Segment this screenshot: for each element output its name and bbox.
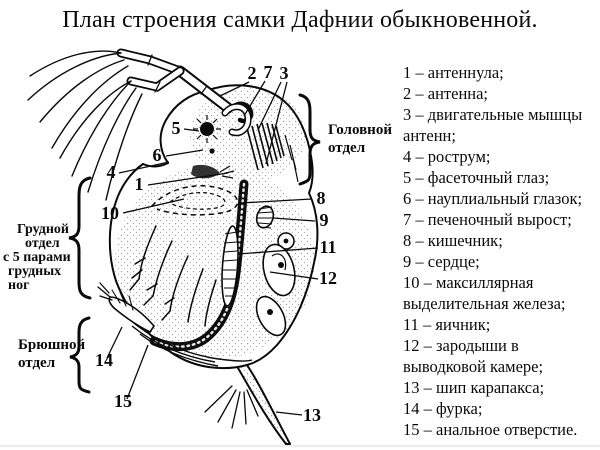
callout-13: 13 <box>303 405 321 425</box>
head-section-label-line1: Головной <box>328 122 392 138</box>
legend-list: 1 – антеннула; 2 – антенна; 3 – двигател… <box>403 62 598 440</box>
thorax-brace <box>68 176 92 300</box>
thorax-section-label-line5: ног <box>8 278 29 293</box>
leader-8 <box>239 198 313 204</box>
thoracic-legs <box>129 225 217 327</box>
antenna-segments <box>116 48 234 114</box>
legend-line: 3 – двигательные мышцы <box>403 105 583 124</box>
legend-line: 8 – кишечник; <box>403 231 503 250</box>
callout-4: 4 <box>107 162 116 182</box>
legend-line: 9 – сердце; <box>403 252 480 271</box>
leader-7 <box>243 80 266 117</box>
abdominal-setae <box>204 385 259 429</box>
leader-11 <box>237 247 319 255</box>
abdomen-section-label-line1: Брюшной <box>18 337 86 353</box>
leader-4 <box>118 161 170 174</box>
legend-line: 11 – яичник; <box>403 315 491 334</box>
legend-line: 7 – печеночный вырост; <box>403 210 572 229</box>
bottom-edge-artifact <box>0 445 600 447</box>
callout-8: 8 <box>317 188 326 208</box>
callout-12: 12 <box>319 268 337 288</box>
leader-12 <box>269 271 319 280</box>
legend-line: 1 – антеннула; <box>403 63 504 82</box>
callout-6: 6 <box>153 145 162 165</box>
callout-leader-lines <box>106 80 319 416</box>
compound-eye <box>193 115 221 143</box>
callout-9: 9 <box>320 210 329 230</box>
antenna-muscles <box>246 122 299 183</box>
callout-11: 11 <box>319 237 336 257</box>
leader-9 <box>272 217 316 222</box>
thorax-section-label-line1: Грудной <box>17 222 69 237</box>
callout-3: 3 <box>280 63 289 83</box>
section-braces <box>68 93 321 394</box>
callout-14: 14 <box>95 350 113 370</box>
thorax-section-label-line4: грудных <box>8 264 61 279</box>
leader-6 <box>165 149 204 157</box>
abdomen-brace <box>69 316 91 394</box>
nauplius-eye <box>209 148 215 154</box>
thorax-section-label-line3: с 5 парами <box>3 250 71 265</box>
legend-line: 4 – рострум; <box>403 147 491 166</box>
ovary <box>221 225 239 307</box>
thorax-section-label-line2: отдел <box>25 236 60 251</box>
leader-3b <box>265 81 288 165</box>
postabdomen-margin <box>127 317 253 367</box>
head-section-label-line2: отдел <box>328 140 366 156</box>
leader-2 <box>219 81 250 97</box>
leader-14 <box>106 326 123 359</box>
legend-line: выделительная железа; <box>403 294 566 313</box>
callout-2: 2 <box>248 63 257 83</box>
callout-5: 5 <box>172 118 181 138</box>
legend-line: 5 – фасеточный глаз; <box>403 168 550 187</box>
leader-13 <box>275 411 303 416</box>
leader-10 <box>122 198 185 214</box>
legend-line: 6 – науплиальный глазок; <box>403 189 583 208</box>
heart <box>255 205 275 229</box>
callout-10: 10 <box>101 203 119 223</box>
head-brace <box>298 93 321 186</box>
page-title: План строения самки Дафнии обыкновенной. <box>62 7 538 33</box>
carapace-spine <box>237 364 291 445</box>
legend-line: антенн; <box>403 126 456 145</box>
brood-chamber-embryos <box>255 232 296 337</box>
leader-3a <box>257 81 282 131</box>
head-inner-duct <box>221 103 252 137</box>
legend-line: 2 – антенна; <box>403 84 489 103</box>
legend-line: 15 – анальное отверстие. <box>403 420 578 439</box>
furca <box>97 282 156 334</box>
leader-15 <box>126 344 149 400</box>
leader-5 <box>183 128 200 132</box>
antenna-setae <box>27 50 143 201</box>
legend-line: 10 – максиллярная <box>403 273 534 292</box>
callout-1: 1 <box>135 174 144 194</box>
abdomen-section-label-line2: отдел <box>18 355 56 371</box>
legend-line: выводковой камере; <box>403 357 544 376</box>
legend-line: 13 – шип карапакса; <box>403 378 545 397</box>
legend-line: 14 – фурка; <box>403 399 483 418</box>
section-labels: Головной отдел Грудной отдел с 5 парами … <box>3 122 392 371</box>
legend-line: 12 – зародыши в <box>403 336 519 355</box>
callout-15: 15 <box>114 391 132 411</box>
callout-numbers: 2 7 3 5 6 4 1 10 8 9 11 12 14 15 13 <box>95 62 337 425</box>
maxillary-gland <box>151 185 239 216</box>
leader-1 <box>147 172 229 186</box>
callout-7: 7 <box>264 62 273 82</box>
